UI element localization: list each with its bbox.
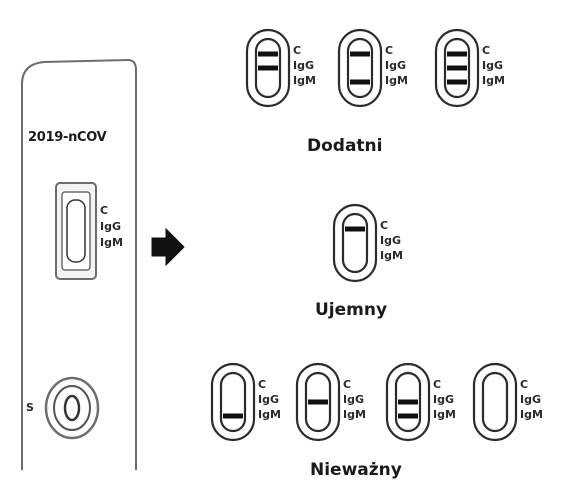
result-strip-positive bbox=[434, 28, 480, 108]
band-c bbox=[345, 226, 365, 232]
cassette-title: 2019-nCOV bbox=[28, 130, 107, 145]
band-c bbox=[350, 51, 370, 57]
strip-label-c: C bbox=[380, 219, 389, 232]
band-igm bbox=[350, 79, 370, 85]
result-strip-positive bbox=[337, 28, 383, 108]
caption-invalid: Nieważny bbox=[310, 460, 402, 480]
strip-label-igm: IgM bbox=[482, 74, 505, 87]
result-strip-invalid bbox=[472, 362, 518, 442]
result-strip-invalid bbox=[385, 362, 431, 442]
cassette-window-strip bbox=[66, 199, 86, 263]
strip-label-c: C bbox=[293, 44, 302, 57]
cassette-label-igm: IgM bbox=[100, 236, 123, 249]
strip-label-c: C bbox=[258, 378, 267, 391]
band-igg bbox=[398, 399, 418, 405]
strip-label-igm: IgM bbox=[258, 408, 281, 421]
strip-label-igg: IgG bbox=[433, 393, 454, 406]
strip-label-igm: IgM bbox=[343, 408, 366, 421]
strip-label-c: C bbox=[520, 378, 529, 391]
band-igg bbox=[447, 65, 467, 71]
strip-inner-window bbox=[219, 371, 247, 433]
strip-label-igm: IgM bbox=[520, 408, 543, 421]
cassette-body bbox=[21, 58, 137, 470]
cassette-label-igg: IgG bbox=[100, 220, 121, 233]
strip-label-igm: IgM bbox=[380, 249, 403, 262]
band-c bbox=[258, 51, 278, 57]
strip-label-c: C bbox=[433, 378, 442, 391]
strip-inner-window bbox=[346, 37, 374, 99]
band-c bbox=[447, 51, 467, 57]
result-strip-positive bbox=[245, 28, 291, 108]
result-strip-invalid bbox=[210, 362, 256, 442]
strip-label-igg: IgG bbox=[293, 59, 314, 72]
strip-label-igg: IgG bbox=[258, 393, 279, 406]
strip-label-igm: IgM bbox=[293, 74, 316, 87]
cassette-label-c: C bbox=[100, 204, 109, 217]
strip-inner-window bbox=[341, 212, 369, 274]
strip-inner-window bbox=[481, 371, 509, 433]
strip-label-c: C bbox=[482, 44, 491, 57]
sample-well-inner bbox=[63, 394, 81, 422]
band-igm bbox=[447, 79, 467, 85]
strip-label-igg: IgG bbox=[385, 59, 406, 72]
band-igg bbox=[258, 65, 278, 71]
caption-negative: Ujemny bbox=[315, 300, 388, 320]
strip-label-igg: IgG bbox=[380, 234, 401, 247]
strip-label-igm: IgM bbox=[385, 74, 408, 87]
result-strip-negative bbox=[332, 203, 378, 283]
arrow-right-icon bbox=[151, 227, 185, 267]
strip-label-igg: IgG bbox=[343, 393, 364, 406]
strip-label-igg: IgG bbox=[520, 393, 541, 406]
strip-label-c: C bbox=[385, 44, 394, 57]
strip-label-igg: IgG bbox=[482, 59, 503, 72]
band-igm bbox=[398, 413, 418, 419]
band-igm bbox=[223, 413, 243, 419]
caption-positive: Dodatni bbox=[307, 136, 383, 156]
strip-label-c: C bbox=[343, 378, 352, 391]
sample-mark: S bbox=[26, 401, 34, 414]
strip-label-igm: IgM bbox=[433, 408, 456, 421]
band-igg bbox=[308, 399, 328, 405]
result-strip-invalid bbox=[295, 362, 341, 442]
